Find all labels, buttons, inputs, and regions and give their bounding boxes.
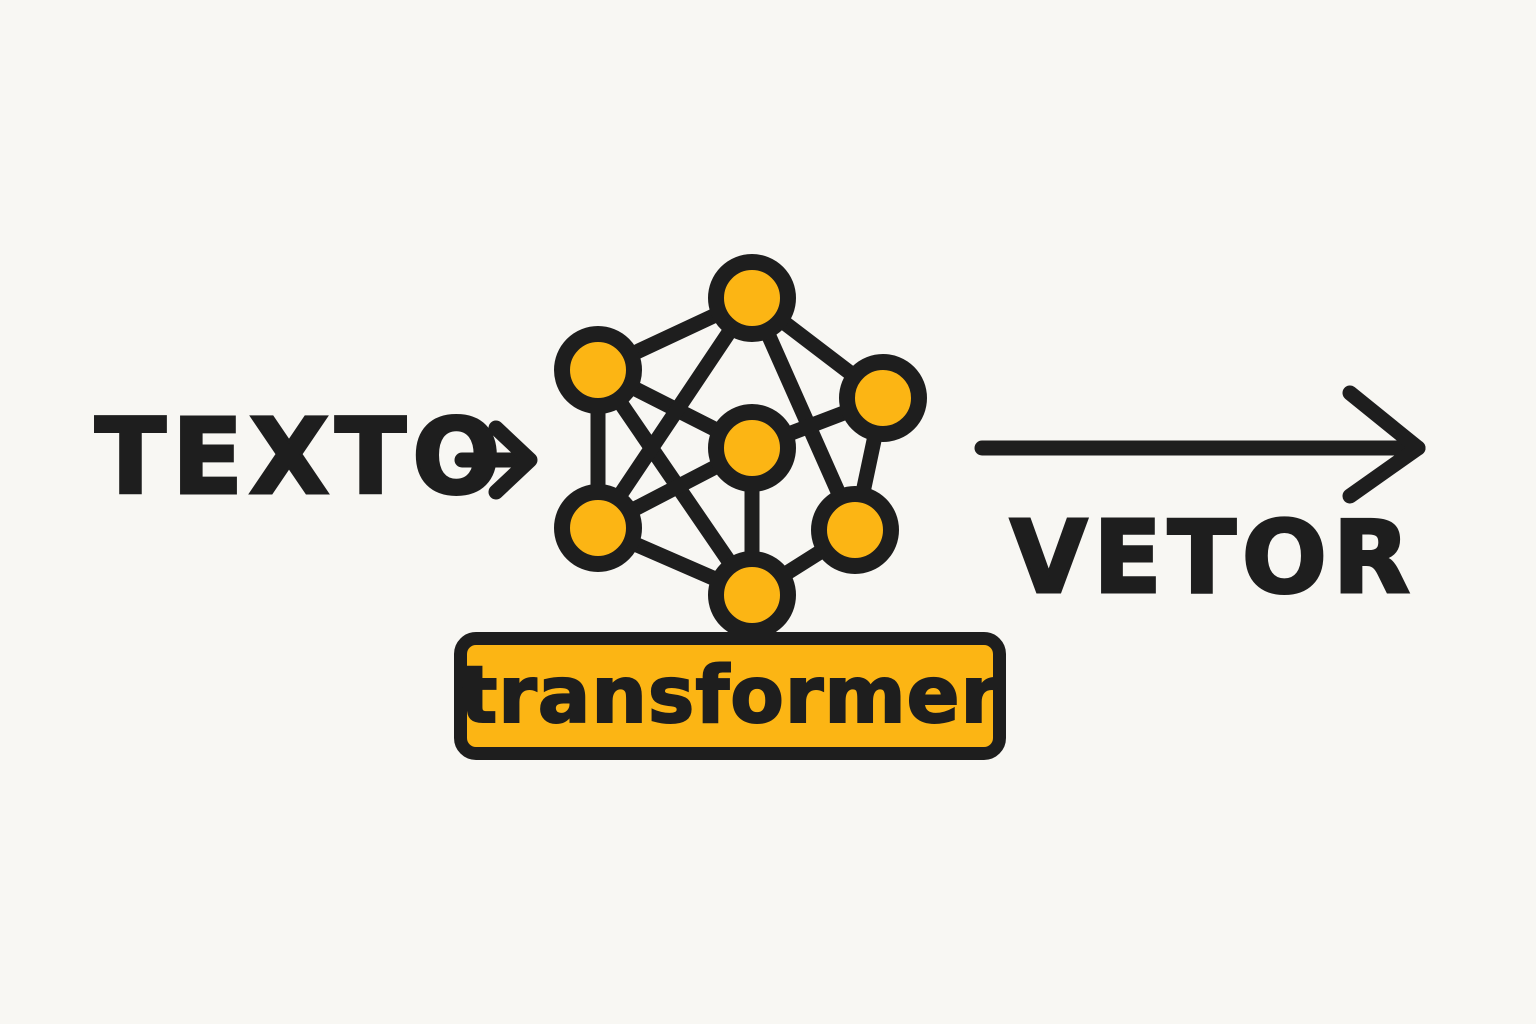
network-nodes (554, 254, 927, 639)
network-node (839, 354, 927, 442)
network-node (554, 484, 642, 572)
network-node (708, 551, 796, 639)
transformer-box: transformer (454, 632, 1006, 760)
transformer-label: transformer (459, 651, 1000, 741)
network-node (708, 254, 796, 342)
output-vector-label: VETOR (1009, 499, 1416, 616)
network-node (708, 404, 796, 492)
network-node (811, 486, 899, 574)
input-arrow-icon (454, 420, 538, 500)
input-text-label: TEXTO (94, 396, 507, 518)
network-node (554, 326, 642, 414)
neural-network-icon (554, 254, 927, 639)
output-arrow-icon (974, 385, 1426, 504)
